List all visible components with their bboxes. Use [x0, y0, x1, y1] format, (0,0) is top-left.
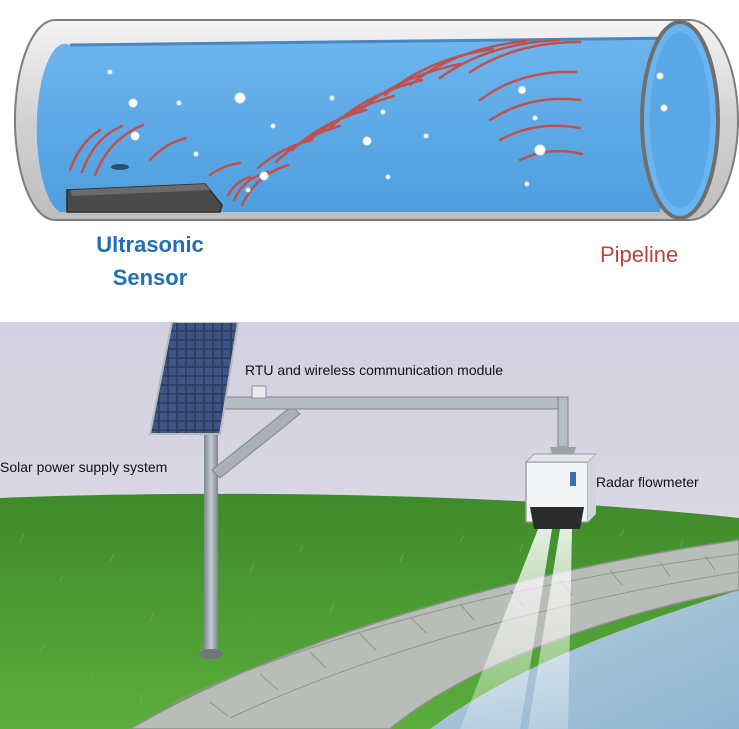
radar-flowmeter-device	[524, 453, 598, 529]
pipeline-label: Pipeline	[600, 242, 679, 267]
ultrasonic-sensor-label: Ultrasonic Sensor	[96, 232, 204, 290]
radar-flowmeter-scene: RTU and wireless communication module So…	[0, 322, 739, 729]
pipe-water	[36, 38, 680, 212]
pole-brace	[211, 405, 301, 479]
solar-power-label: Solar power supply system	[0, 459, 168, 475]
solar-panel	[148, 322, 240, 435]
rtu-label: RTU and wireless communication module	[245, 362, 504, 378]
bubbles	[107, 69, 668, 193]
mounting-pole	[204, 422, 218, 654]
radar-flowmeter-label: Radar flowmeter	[596, 474, 699, 490]
ultrasonic-pipeline-diagram: Ultrasonic Sensor Pipeline	[0, 0, 739, 305]
pipeline-illustration	[14, 19, 739, 221]
radar-beam-left	[460, 529, 552, 729]
radar-beam-right	[528, 529, 572, 729]
sound-waves	[68, 38, 584, 207]
radar-scene-illustration	[0, 322, 739, 729]
cantilever-arm	[211, 396, 569, 410]
rtu-box	[251, 385, 267, 399]
